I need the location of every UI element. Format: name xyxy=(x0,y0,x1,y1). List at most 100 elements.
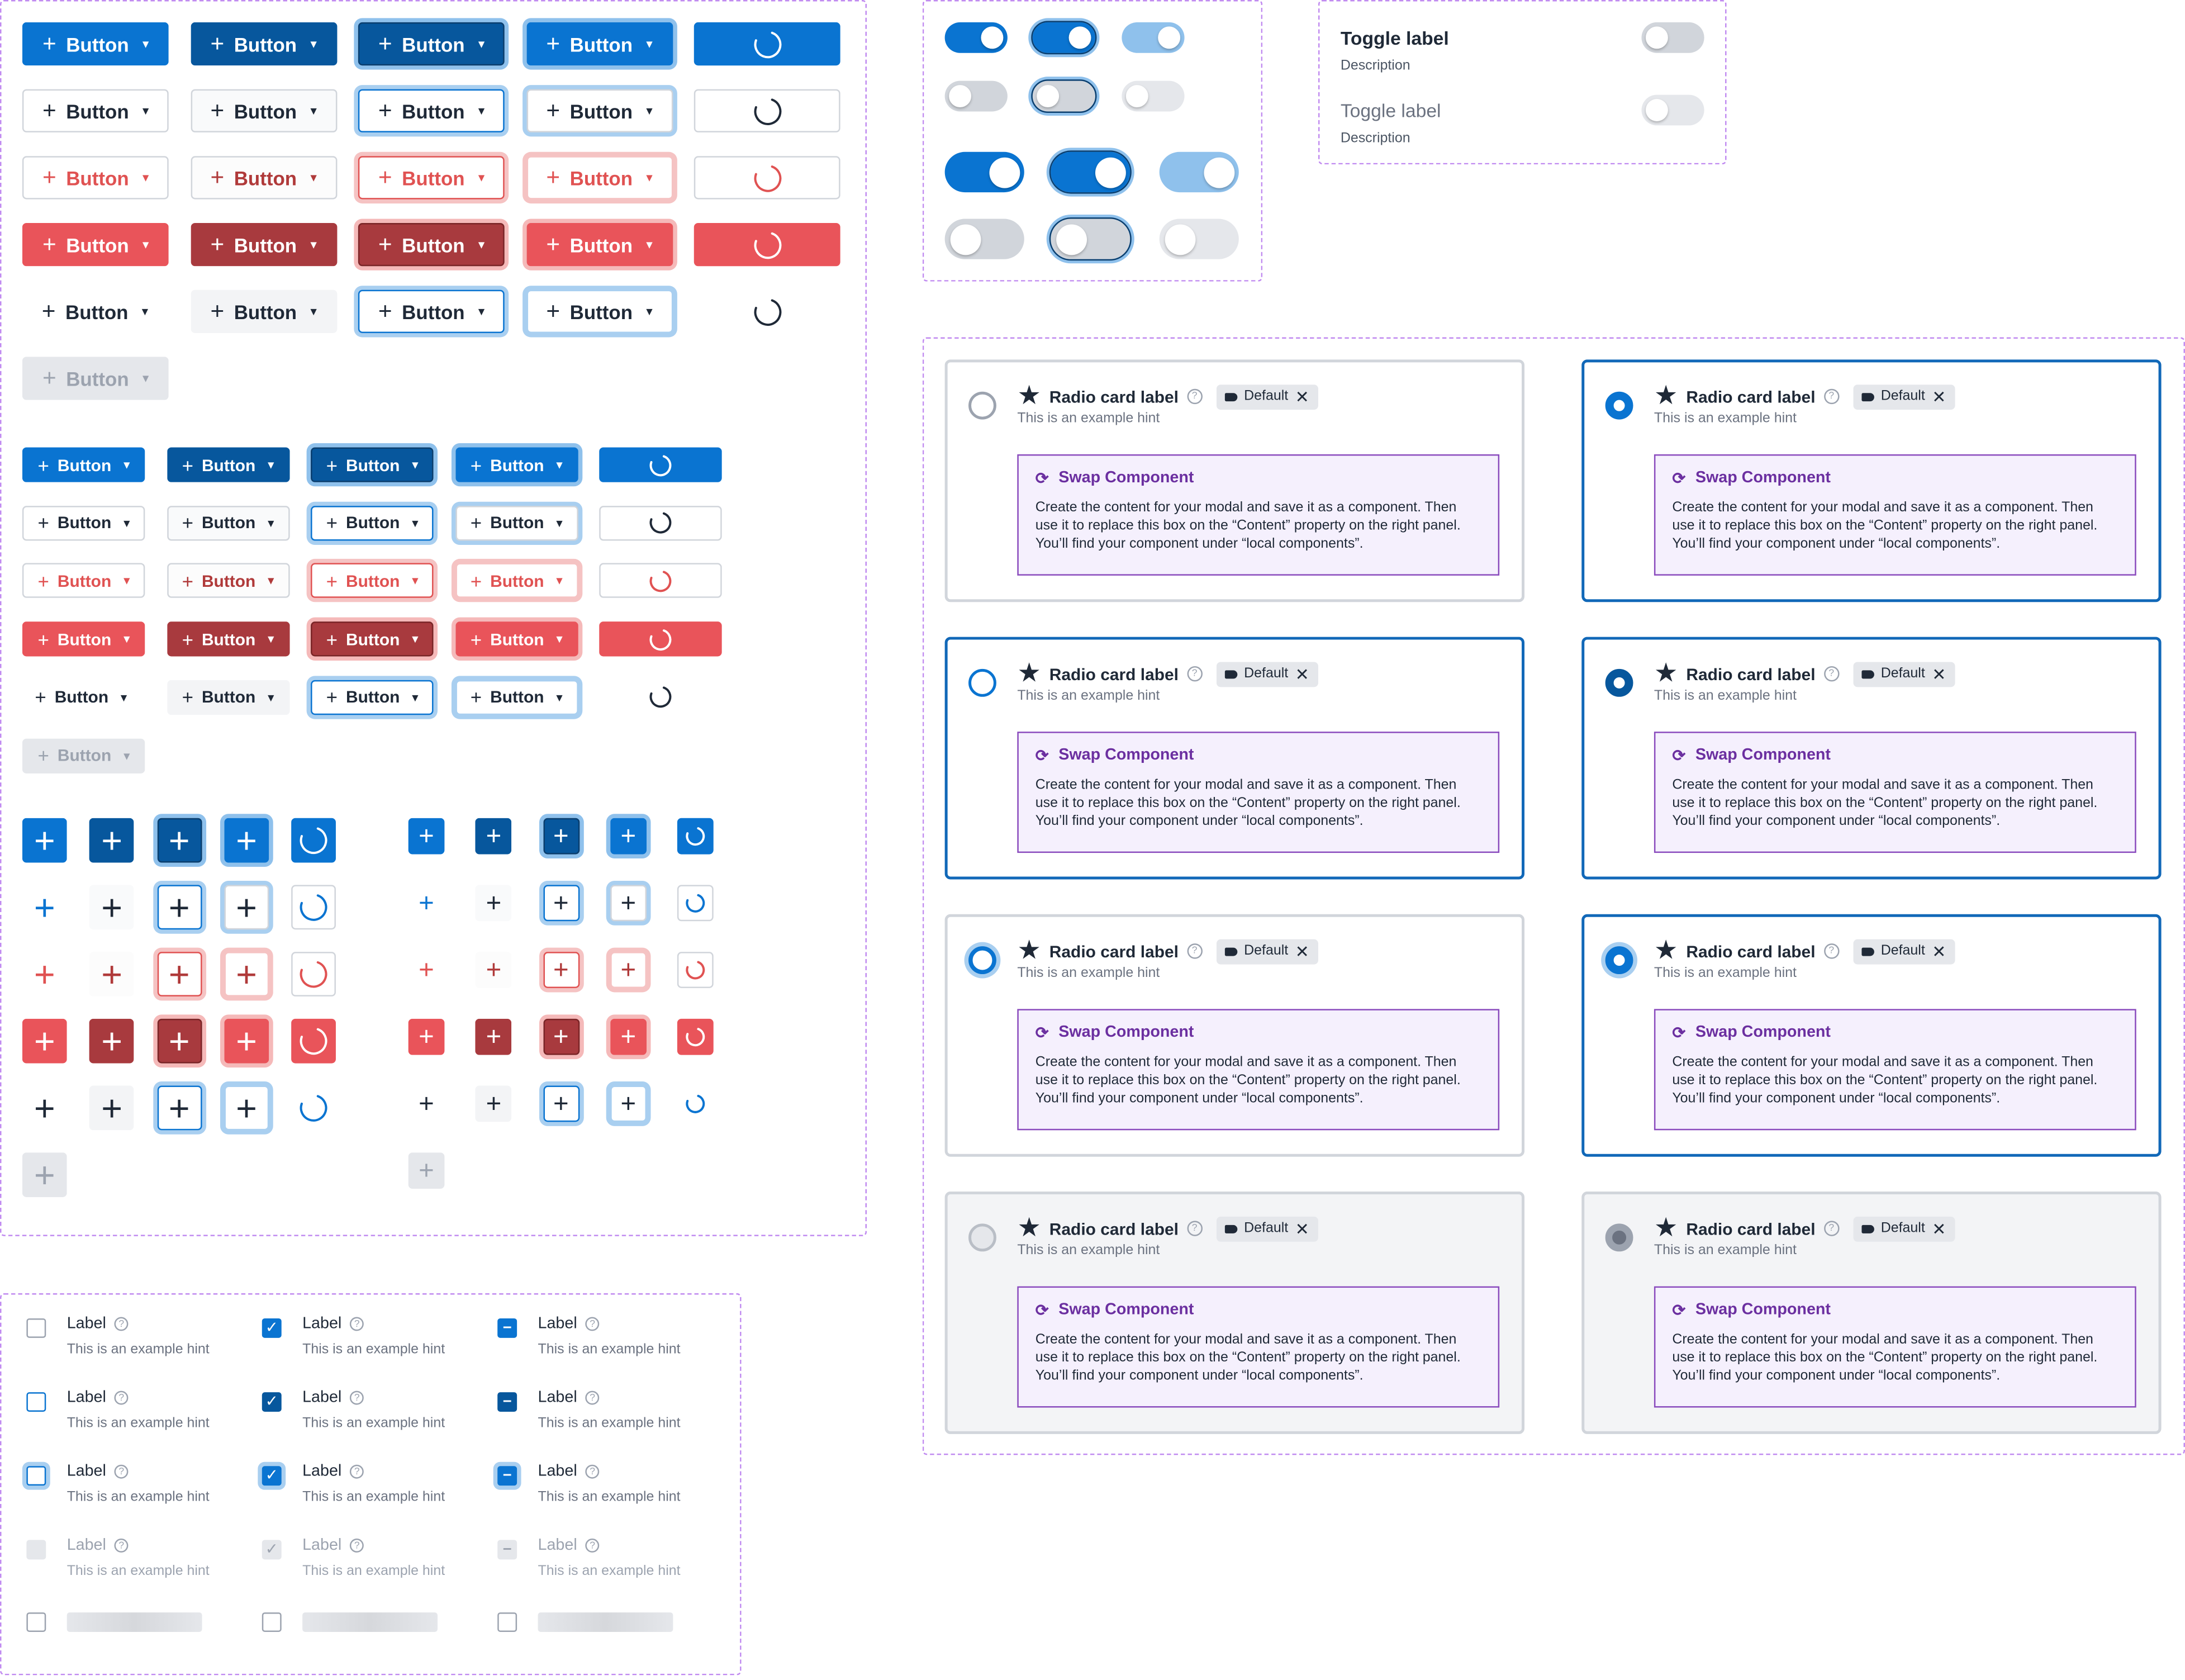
secondary-icon-button-focus[interactable]: + xyxy=(543,885,580,922)
secondary-icon-button-hover[interactable]: + xyxy=(476,885,512,922)
close-icon[interactable]: ✕ xyxy=(1295,386,1309,406)
tertiary-button-focus-active[interactable]: +Button▾ xyxy=(526,290,673,333)
tertiary-icon-button-default[interactable]: + xyxy=(408,1086,445,1122)
danger-secondary-button-focus[interactable]: +Button▾ xyxy=(311,563,434,599)
tertiary-icon-button-focus-active[interactable]: + xyxy=(224,1085,269,1131)
secondary-icon-button-focus[interactable]: + xyxy=(156,885,202,930)
secondary-icon-button-hover[interactable]: + xyxy=(89,885,135,930)
radio-card[interactable]: ★Radio card label?Default✕This is an exa… xyxy=(944,637,1524,880)
danger-button-focus[interactable]: +Button▾ xyxy=(311,621,434,657)
danger-secondary-icon-button-focus[interactable]: + xyxy=(543,952,580,988)
danger-icon-button-hover[interactable]: + xyxy=(476,1018,512,1055)
primary-icon-button-default[interactable]: + xyxy=(408,818,445,855)
primary-icon-button-focus[interactable]: + xyxy=(543,818,580,855)
danger-secondary-button-focus[interactable]: +Button▾ xyxy=(358,156,505,200)
toggle-switch[interactable] xyxy=(944,22,1008,53)
primary-button-hover[interactable]: +Button▾ xyxy=(190,22,337,66)
disabled-icon-button[interactable]: + xyxy=(408,1152,445,1189)
disabled-button[interactable]: +Button▾ xyxy=(22,738,145,773)
danger-icon-button-hover[interactable]: + xyxy=(89,1018,135,1064)
checkbox-checked[interactable]: ✓ xyxy=(262,1392,282,1412)
secondary-button-default[interactable]: +Button▾ xyxy=(22,505,145,540)
close-icon[interactable]: ✕ xyxy=(1932,1218,1946,1238)
tertiary-icon-button-hover[interactable]: + xyxy=(476,1085,512,1122)
danger-secondary-button-hover[interactable]: +Button▾ xyxy=(166,563,289,599)
danger-secondary-button-default[interactable]: +Button▾ xyxy=(22,156,169,200)
radio-button[interactable] xyxy=(968,946,996,975)
danger-secondary-button-focus-active[interactable]: +Button▾ xyxy=(526,156,673,200)
radio-card[interactable]: ★Radio card label?Default✕This is an exa… xyxy=(1581,359,2162,602)
secondary-icon-button-default[interactable]: + xyxy=(408,885,445,922)
danger-secondary-icon-button-default[interactable]: + xyxy=(408,952,445,988)
danger-button-default[interactable]: +Button▾ xyxy=(22,621,145,657)
secondary-button-default[interactable]: +Button▾ xyxy=(22,89,169,132)
secondary-icon-button-focus-active[interactable]: + xyxy=(224,885,269,930)
secondary-button-focus-active[interactable]: +Button▾ xyxy=(455,505,578,540)
danger-secondary-button-hover[interactable]: +Button▾ xyxy=(190,156,337,200)
tertiary-button-hover[interactable]: +Button▾ xyxy=(166,680,289,715)
danger-button-focus-active[interactable]: +Button▾ xyxy=(526,222,673,267)
danger-icon-button-default[interactable]: + xyxy=(408,1018,445,1055)
tertiary-button-focus[interactable]: +Button▾ xyxy=(358,290,505,333)
toggle-switch[interactable] xyxy=(1159,151,1239,193)
radio-card[interactable]: ★Radio card label?Default✕This is an exa… xyxy=(944,914,1524,1157)
radio-button[interactable] xyxy=(968,391,996,420)
toggle-switch[interactable] xyxy=(1031,21,1097,55)
danger-secondary-icon-button-default[interactable]: + xyxy=(22,952,67,996)
tertiary-icon-button-focus[interactable]: + xyxy=(156,1085,202,1131)
primary-icon-button-focus-active[interactable]: + xyxy=(224,818,269,863)
tertiary-button-focus[interactable]: +Button▾ xyxy=(311,680,434,715)
danger-secondary-icon-button-focus-active[interactable]: + xyxy=(610,952,647,988)
toggle-switch[interactable] xyxy=(944,219,1024,259)
checkbox[interactable] xyxy=(26,1466,46,1486)
primary-icon-button-default[interactable]: + xyxy=(22,818,67,863)
danger-icon-button-default[interactable]: + xyxy=(22,1018,67,1064)
danger-secondary-button-default[interactable]: +Button▾ xyxy=(22,563,145,599)
primary-icon-button-hover[interactable]: + xyxy=(89,818,135,863)
radio-card[interactable]: ★Radio card label?Default✕This is an exa… xyxy=(1581,637,2162,880)
secondary-button-focus[interactable]: +Button▾ xyxy=(311,505,434,540)
tertiary-icon-button-focus-active[interactable]: + xyxy=(610,1085,647,1122)
radio-button[interactable] xyxy=(968,668,996,697)
danger-secondary-icon-button-hover[interactable]: + xyxy=(476,952,512,988)
close-icon[interactable]: ✕ xyxy=(1295,1218,1309,1238)
radio-card[interactable]: ★Radio card label?Default✕This is an exa… xyxy=(944,359,1524,602)
danger-icon-button-focus-active[interactable]: + xyxy=(224,1018,269,1064)
checkbox[interactable] xyxy=(26,1318,46,1338)
primary-button-hover[interactable]: +Button▾ xyxy=(166,447,289,482)
checkbox-checked[interactable]: ✓ xyxy=(262,1466,282,1486)
checkbox-indeterminate[interactable]: − xyxy=(497,1466,517,1486)
close-icon[interactable]: ✕ xyxy=(1295,664,1309,684)
primary-icon-button-focus-active[interactable]: + xyxy=(610,818,647,855)
close-icon[interactable]: ✕ xyxy=(1932,386,1946,406)
danger-secondary-button-focus-active[interactable]: +Button▾ xyxy=(455,563,578,599)
tertiary-icon-button-default[interactable]: + xyxy=(22,1086,67,1131)
tertiary-icon-button-focus[interactable]: + xyxy=(543,1085,580,1122)
primary-button-default[interactable]: +Button▾ xyxy=(22,22,169,66)
secondary-button-hover[interactable]: +Button▾ xyxy=(166,505,289,540)
close-icon[interactable]: ✕ xyxy=(1295,941,1309,961)
toggle-switch[interactable] xyxy=(944,151,1024,193)
secondary-button-hover[interactable]: +Button▾ xyxy=(190,89,337,132)
danger-button-focus[interactable]: +Button▾ xyxy=(358,222,505,267)
checkbox[interactable] xyxy=(26,1392,46,1412)
toggle-switch[interactable] xyxy=(1122,22,1185,53)
checkbox-indeterminate[interactable]: − xyxy=(497,1318,517,1338)
tertiary-button-hover[interactable]: +Button▾ xyxy=(190,290,337,333)
primary-button-focus-active[interactable]: +Button▾ xyxy=(455,447,578,482)
toggle-switch[interactable] xyxy=(1159,219,1239,259)
tertiary-button-focus-active[interactable]: +Button▾ xyxy=(455,680,578,715)
danger-secondary-icon-button-hover[interactable]: + xyxy=(89,952,135,996)
checkbox-indeterminate[interactable]: − xyxy=(497,1392,517,1412)
toggle-switch[interactable] xyxy=(1641,22,1704,53)
secondary-icon-button-default[interactable]: + xyxy=(22,885,67,930)
danger-icon-button-focus[interactable]: + xyxy=(156,1018,202,1064)
danger-button-focus-active[interactable]: +Button▾ xyxy=(455,621,578,657)
radio-card[interactable]: ★Radio card label?Default✕This is an exa… xyxy=(1581,914,2162,1157)
toggle-switch[interactable] xyxy=(944,80,1008,112)
secondary-button-focus-active[interactable]: +Button▾ xyxy=(526,89,673,132)
toggle-switch[interactable] xyxy=(1031,79,1097,113)
radio-button[interactable] xyxy=(1605,946,1633,975)
primary-icon-button-focus[interactable]: + xyxy=(156,818,202,863)
primary-button-focus[interactable]: +Button▾ xyxy=(311,447,434,482)
